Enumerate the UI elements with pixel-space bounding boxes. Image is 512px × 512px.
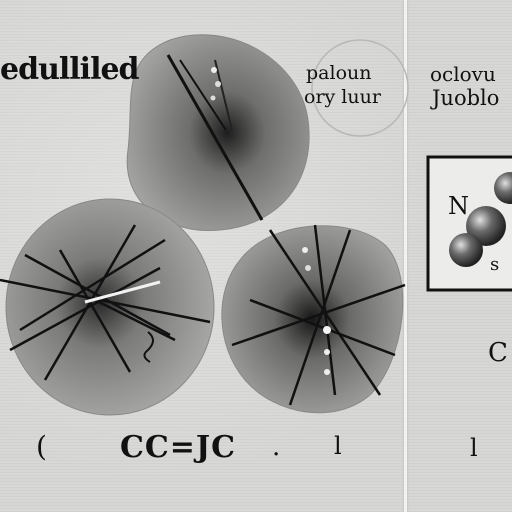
mid-label-1: paloun: [306, 62, 372, 84]
disc-left: [0, 198, 215, 416]
right-letter-c: C: [488, 338, 508, 368]
box-letter-s: s: [490, 254, 500, 275]
bottom-bar-1: l: [334, 432, 342, 460]
disc-right: [221, 224, 406, 414]
molecule-box: [426, 155, 512, 292]
right-label-2: Juoblo: [432, 86, 500, 110]
bottom-paren: (: [36, 430, 47, 463]
disc-top: [126, 34, 310, 232]
faint-ring: [311, 39, 409, 137]
right-label-1: oclovu: [430, 62, 496, 86]
vertical-divider: [404, 0, 407, 512]
bottom-dot: .: [272, 432, 281, 462]
bottom-bar-2: l: [470, 434, 478, 462]
box-letter-n: N: [448, 192, 469, 220]
bottom-formula: CC=JC: [120, 430, 236, 465]
mid-label-2: ory luur: [304, 86, 381, 108]
heading-left: edulliled: [0, 52, 140, 87]
